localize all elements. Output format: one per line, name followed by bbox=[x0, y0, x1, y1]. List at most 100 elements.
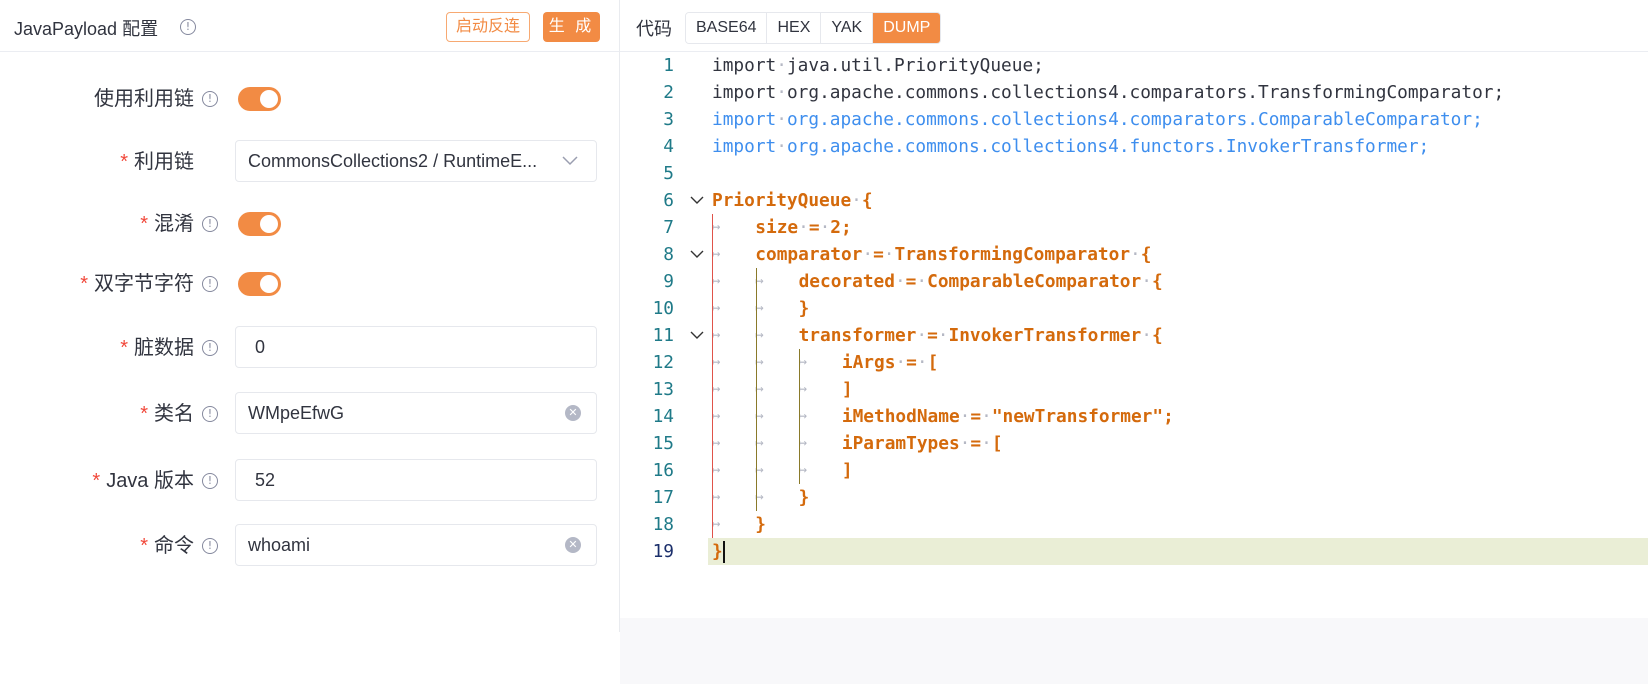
info-icon[interactable]: ! bbox=[202, 538, 218, 554]
line-number: 1 bbox=[663, 55, 674, 76]
dirty-data-label: * 脏数据 bbox=[120, 326, 194, 370]
line-number: 19 bbox=[652, 541, 674, 562]
code-text: iMethodName·=·"newTransformer"; bbox=[841, 406, 1174, 427]
code-text: iArgs·=·[ bbox=[841, 352, 939, 373]
tab-arrow-icon: ↦ bbox=[712, 435, 721, 451]
code-title: 代码 bbox=[636, 19, 672, 39]
config-panel-header: JavaPayload 配置 ! 启动反连 生 成 bbox=[0, 0, 619, 52]
dirty-data-label-text: 脏数据 bbox=[134, 337, 194, 359]
switch-knob bbox=[260, 90, 278, 108]
code-line: 15↦↦↦iParamTypes·=·[ bbox=[620, 430, 1648, 457]
command-input[interactable]: whoami ✕ bbox=[235, 524, 597, 566]
code-text: ] bbox=[841, 460, 853, 481]
use-chain-switch[interactable] bbox=[238, 87, 281, 111]
line-number: 18 bbox=[652, 514, 674, 535]
line-number: 2 bbox=[663, 82, 674, 103]
chain-select[interactable]: CommonsCollections2 / RuntimeE... bbox=[235, 140, 597, 182]
tab-arrow-icon: ↦ bbox=[798, 381, 808, 397]
tab-arrow-icon: ↦ bbox=[712, 354, 721, 370]
tab-arrow-icon: ↦ bbox=[755, 354, 764, 370]
fold-chevron-icon[interactable] bbox=[690, 329, 704, 341]
config-panel: JavaPayload 配置 ! 启动反连 生 成 使用利用链 ! *利用链 C… bbox=[0, 0, 619, 632]
code-text: } bbox=[755, 514, 767, 535]
dirty-data-input[interactable]: 0 bbox=[235, 326, 597, 368]
obfuscate-label: * 混淆 bbox=[140, 202, 194, 246]
line-number: 14 bbox=[652, 406, 674, 427]
tab-arrow-icon: ↦ bbox=[712, 246, 721, 262]
required-mark: * bbox=[140, 213, 148, 235]
double-byte-label: * 双字节字符 bbox=[80, 262, 194, 306]
chain-label: *利用链 bbox=[120, 140, 194, 184]
tab-dump[interactable]: DUMP bbox=[873, 13, 941, 43]
form-row-double-byte: * 双字节字符 ! bbox=[0, 262, 619, 306]
info-icon[interactable]: ! bbox=[202, 91, 218, 107]
form-row-class-name: *类名 ! WMpeEfwG ✕ bbox=[0, 392, 619, 436]
tab-arrow-icon: ↦ bbox=[798, 408, 808, 424]
chevron-down-icon bbox=[562, 156, 578, 166]
code-text: import·org.apache.commons.collections4.c… bbox=[712, 109, 1483, 130]
tab-hex[interactable]: HEX bbox=[767, 13, 822, 43]
reverse-connect-button[interactable]: 启动反连 bbox=[446, 12, 530, 42]
tab-arrow-icon: ↦ bbox=[755, 435, 764, 451]
info-icon[interactable]: ! bbox=[180, 19, 196, 35]
required-mark: * bbox=[120, 337, 128, 359]
generate-button[interactable]: 生 成 bbox=[543, 12, 600, 42]
info-icon[interactable]: ! bbox=[202, 276, 218, 292]
line-number: 16 bbox=[652, 460, 674, 481]
line-number: 3 bbox=[663, 109, 674, 130]
line-number: 10 bbox=[652, 298, 674, 319]
code-line: 3 import·org.apache.commons.collections4.… bbox=[620, 106, 1648, 133]
code-line: 9↦↦decorated·=·ComparableComparator·{ bbox=[620, 268, 1648, 295]
info-icon[interactable]: ! bbox=[202, 406, 218, 422]
fold-chevron-icon[interactable] bbox=[690, 248, 704, 260]
info-icon[interactable]: ! bbox=[202, 216, 218, 232]
line-number: 7 bbox=[663, 217, 674, 238]
panel-title: JavaPayload 配置 bbox=[14, 19, 159, 39]
double-byte-switch[interactable] bbox=[238, 272, 281, 296]
code-line: 12↦↦↦iArgs·=·[ bbox=[620, 349, 1648, 376]
code-line: 8↦comparator·=·TransformingComparator·{ bbox=[620, 241, 1648, 268]
encoding-tabs: BASE64 HEX YAK DUMP bbox=[685, 12, 942, 44]
form-row-chain: *利用链 CommonsCollections2 / RuntimeE... bbox=[0, 140, 619, 184]
form-row-command: *命令 ! whoami ✕ bbox=[0, 524, 619, 568]
required-mark: * bbox=[92, 470, 101, 492]
tab-arrow-icon: ↦ bbox=[712, 516, 721, 532]
info-icon[interactable]: ! bbox=[202, 473, 218, 489]
clear-icon[interactable]: ✕ bbox=[565, 537, 581, 553]
double-byte-label-text: 双字节字符 bbox=[94, 273, 194, 295]
tab-arrow-icon: ↦ bbox=[755, 489, 764, 505]
tab-arrow-icon: ↦ bbox=[755, 273, 764, 289]
code-text: } bbox=[798, 487, 810, 508]
tab-arrow-icon: ↦ bbox=[755, 381, 764, 397]
panel-divider[interactable] bbox=[619, 0, 620, 632]
use-chain-label: 使用利用链 bbox=[94, 88, 194, 110]
tab-arrow-icon: ↦ bbox=[798, 354, 808, 370]
indent-guide bbox=[799, 349, 800, 484]
editor-empty-area bbox=[620, 618, 1648, 684]
code-line: 13↦↦↦] bbox=[620, 376, 1648, 403]
obfuscate-switch[interactable] bbox=[238, 212, 281, 236]
required-mark: * bbox=[80, 273, 88, 295]
fold-chevron-icon[interactable] bbox=[690, 194, 704, 206]
code-text: } bbox=[712, 541, 723, 562]
class-name-input[interactable]: WMpeEfwG ✕ bbox=[235, 392, 597, 434]
code-line: 18 ↦} bbox=[620, 511, 1648, 538]
tab-base64[interactable]: BASE64 bbox=[686, 13, 768, 43]
tab-arrow-icon: ↦ bbox=[755, 462, 764, 478]
dirty-data-value: 0 bbox=[255, 337, 266, 357]
code-line: 10↦↦} bbox=[620, 295, 1648, 322]
line-number: 17 bbox=[652, 487, 674, 508]
tab-arrow-icon: ↦ bbox=[755, 300, 764, 316]
chain-label-text: 利用链 bbox=[134, 151, 194, 173]
obfuscate-label-text: 混淆 bbox=[154, 213, 194, 235]
java-version-input[interactable]: 52 bbox=[235, 459, 597, 501]
clear-icon[interactable]: ✕ bbox=[565, 405, 581, 421]
tab-yak[interactable]: YAK bbox=[821, 13, 874, 43]
info-icon[interactable]: ! bbox=[202, 340, 218, 356]
tab-arrow-icon: ↦ bbox=[712, 327, 721, 343]
code-text: import·org.apache.commons.collections4.f… bbox=[712, 136, 1430, 157]
tab-arrow-icon: ↦ bbox=[798, 462, 808, 478]
